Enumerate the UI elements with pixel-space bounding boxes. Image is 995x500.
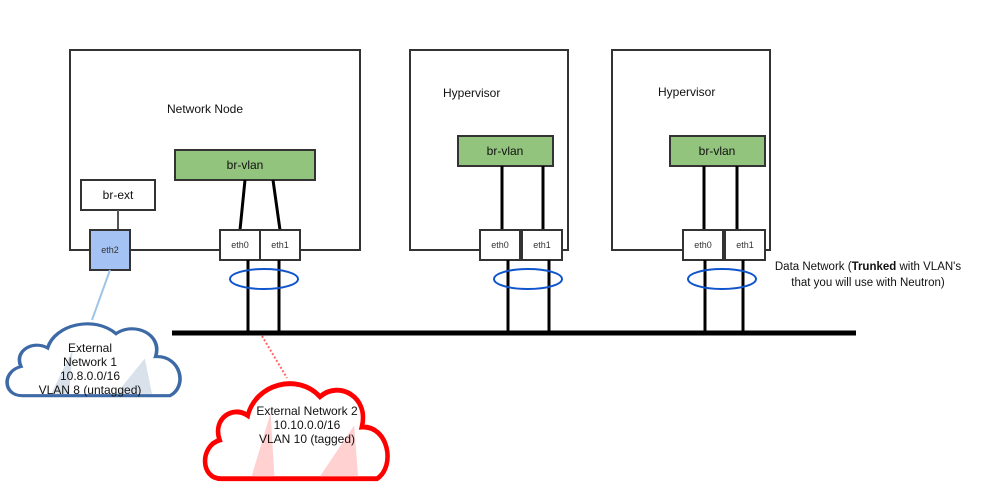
external-network-1-cidr: 10.8.0.0/16	[60, 369, 120, 383]
bridge-br-vlan[interactable]	[457, 135, 554, 167]
data-network-label-line2: that you will use with Neutron)	[791, 277, 945, 289]
hypervisor-1: Hypervisor br-vlan eth0 eth1	[409, 49, 569, 333]
hypervisor-1-label: Hypervisor	[443, 86, 500, 100]
link-data-network-external-net2	[261, 335, 288, 379]
external-network-1-name-line2: Network 1	[63, 355, 117, 369]
bridge-br-ext-label: br-ext	[103, 188, 134, 202]
network-node: Network Node br-vlan br-ext eth2 eth0 et…	[69, 49, 361, 333]
external-network-2-vlan: VLAN 10 (tagged)	[259, 432, 355, 446]
link-br-vlan-eth1	[271, 179, 282, 231]
port-eth0[interactable]	[219, 229, 261, 261]
bridge-br-vlan-label: br-vlan	[487, 144, 524, 158]
port-eth1-label: eth1	[736, 240, 754, 250]
external-network-1-vlan: VLAN 8 (untagged)	[39, 383, 142, 397]
network-node-label: Network Node	[167, 102, 243, 116]
hypervisor-2: Hypervisor br-vlan eth0 eth1	[611, 49, 771, 333]
bond-ring	[687, 268, 757, 290]
bridge-br-vlan[interactable]	[669, 135, 766, 167]
port-eth0[interactable]	[479, 229, 521, 261]
port-eth1[interactable]	[521, 229, 563, 261]
port-eth0-label: eth0	[694, 240, 712, 250]
port-eth1[interactable]	[724, 229, 766, 261]
hypervisor-2-label: Hypervisor	[658, 85, 715, 99]
port-eth1-label: eth1	[533, 240, 551, 250]
data-network-label: Data Network (Trunked with VLAN's	[775, 261, 961, 273]
bond-ring	[229, 268, 299, 290]
port-eth0-label: eth0	[231, 240, 249, 250]
port-eth0[interactable]	[682, 229, 724, 261]
bridge-br-vlan-label: br-vlan	[227, 158, 264, 172]
port-eth1-label: eth1	[271, 240, 289, 250]
bond-ring	[493, 268, 563, 290]
bridge-br-vlan-label: br-vlan	[699, 144, 736, 158]
external-network-2-cloud[interactable]	[205, 384, 388, 479]
link-eth2-external-net1	[91, 269, 111, 321]
port-eth0-label: eth0	[491, 240, 509, 250]
external-network-2-name: External Network 2	[256, 404, 358, 418]
link-br-vlan-eth0	[238, 179, 247, 231]
external-network-1-cloud[interactable]	[5, 322, 182, 398]
external-network-1-name-line1: External	[68, 341, 112, 355]
external-network-2-cidr: 10.10.0.0/16	[274, 418, 341, 432]
port-eth2-label: eth2	[101, 245, 119, 255]
